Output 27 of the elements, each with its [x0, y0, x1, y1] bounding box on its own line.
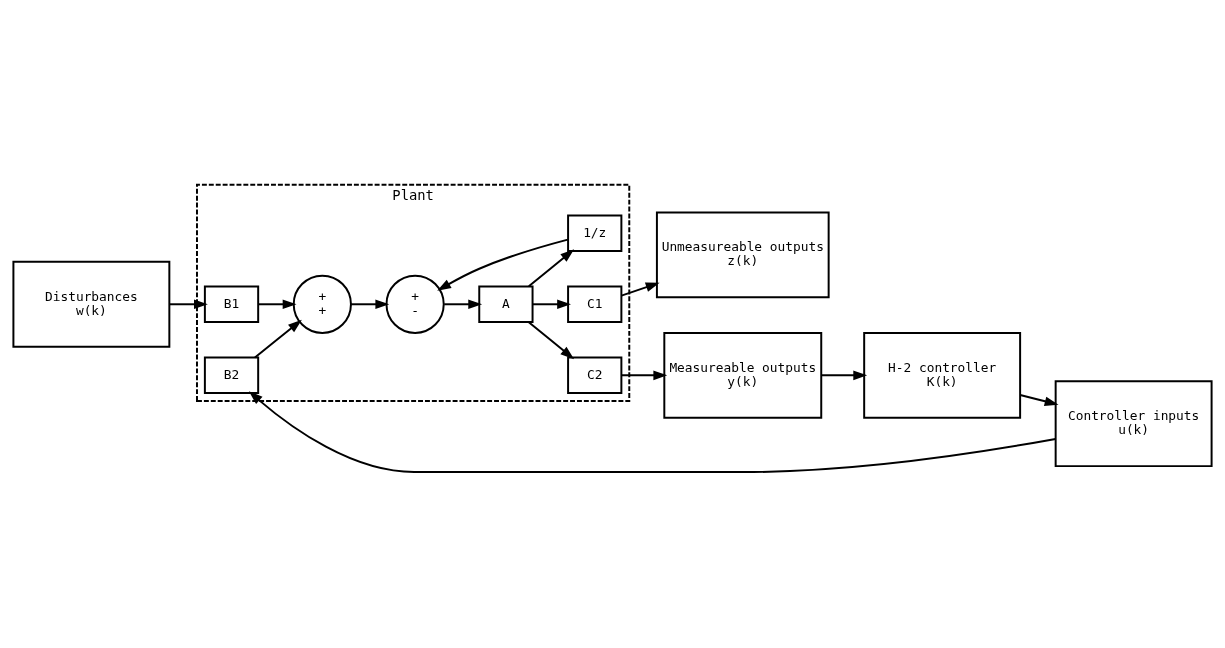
arrow: [527, 248, 575, 287]
arrow: [527, 320, 575, 359]
node-box: 1/z: [567, 213, 623, 252]
arrow: [350, 298, 390, 309]
arrow: [820, 370, 868, 380]
node-box: B1: [203, 285, 260, 323]
arrow: [620, 370, 668, 380]
arrow: [531, 298, 571, 309]
node-box: C1: [567, 285, 623, 323]
node-box: H-2 controller K(k): [863, 331, 1022, 419]
arrow: [437, 238, 569, 291]
node-box: B2: [203, 356, 260, 394]
node-circle: + -: [385, 274, 445, 334]
arrow: [1019, 393, 1059, 406]
node-box: Controller inputs u(k): [1054, 379, 1213, 467]
arrow: [168, 298, 208, 309]
node-box: C2: [567, 356, 623, 394]
node-box: Disturbances w(k): [12, 260, 171, 348]
arrow: [248, 390, 1057, 473]
arrow: [257, 298, 297, 309]
node-box: A: [478, 285, 534, 323]
node-box: Unmeasureable outputs z(k): [655, 211, 830, 298]
arrow: [620, 282, 660, 297]
arrow: [443, 298, 483, 309]
node-circle: + +: [292, 274, 352, 334]
arrow: [253, 319, 302, 358]
node-box: Measureable outputs y(k): [663, 331, 823, 419]
